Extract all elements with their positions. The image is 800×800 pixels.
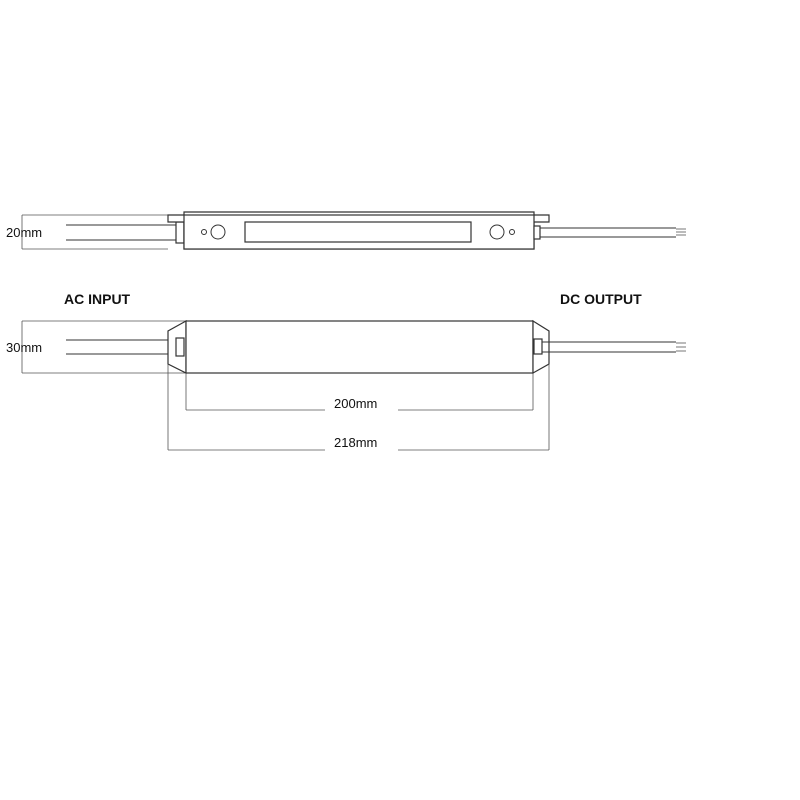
top-output-cable	[533, 225, 686, 240]
top-mount-hole-right	[489, 224, 505, 240]
side-view: AC INPUT DC OUTPUT 30mm	[6, 291, 686, 375]
side-body	[185, 320, 534, 374]
top-label-window	[244, 221, 472, 243]
total-length-label: 218mm	[334, 435, 377, 450]
top-input-cable	[66, 221, 185, 244]
inner-length-dimension	[185, 373, 534, 411]
dc-output-label: DC OUTPUT	[560, 291, 642, 307]
top-height-dimension	[21, 214, 168, 250]
side-input-cable	[66, 339, 184, 355]
side-height-dimension	[21, 320, 186, 374]
top-height-label: 20mm	[6, 225, 42, 240]
side-output-cable	[542, 341, 686, 353]
side-height-label: 30mm	[6, 340, 42, 355]
inner-length-label: 200mm	[334, 396, 377, 411]
ac-input-label: AC INPUT	[64, 291, 131, 307]
top-view: 20mm	[6, 211, 686, 250]
total-length-dimension	[167, 364, 550, 451]
top-mount-hole-left	[210, 224, 226, 240]
top-screw-left	[201, 229, 207, 235]
top-screw-right	[509, 229, 515, 235]
